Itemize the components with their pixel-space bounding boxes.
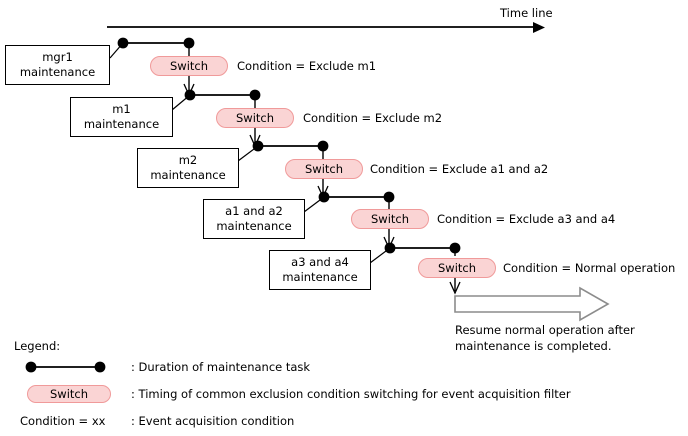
switch-pill-row-4[interactable]: Switch xyxy=(351,209,429,229)
task-box-mgr1-line2: maintenance xyxy=(19,65,96,79)
task-box-mgr1: mgr1 maintenance xyxy=(5,45,110,85)
resume-note: Resume normal operation after maintenanc… xyxy=(455,322,635,354)
task-box-a1-a2: a1 and a2 maintenance xyxy=(203,199,305,239)
task-box-m1: m1 maintenance xyxy=(70,97,173,137)
duration-bar-row-2 xyxy=(171,89,261,111)
resume-block-arrow xyxy=(454,286,610,322)
legend-title: Legend: xyxy=(14,339,61,353)
legend-item-condition-description: : Event acquisition condition xyxy=(131,414,295,428)
legend-item-switch-description: : Timing of common exclusion condition s… xyxy=(131,387,571,401)
switch-pill-row-3[interactable]: Switch xyxy=(285,159,363,179)
duration-bar-row-3 xyxy=(237,140,329,162)
legend-switch-pill: Switch xyxy=(27,385,111,403)
legend-condition-symbol-label: Condition = xx xyxy=(20,414,106,428)
duration-bar-row-1 xyxy=(109,37,195,59)
task-box-a3-a4-line2: maintenance xyxy=(282,270,358,284)
condition-label-row-3: Condition = Exclude a1 and a2 xyxy=(370,162,549,176)
duration-bar-row-5 xyxy=(369,242,461,264)
task-box-a1-a2-line2: maintenance xyxy=(216,219,292,233)
task-box-a1-a2-line1: a1 and a2 xyxy=(225,204,283,218)
condition-label-row-2: Condition = Exclude m2 xyxy=(303,111,443,125)
condition-label-row-1: Condition = Exclude m1 xyxy=(237,59,377,73)
task-box-mgr1-line1: mgr1 xyxy=(42,50,73,64)
switch-pill-row-2[interactable]: Switch xyxy=(216,108,294,128)
task-box-m2-line2: maintenance xyxy=(150,168,226,182)
time-line-label: Time line xyxy=(500,6,553,20)
task-box-m1-line1: m1 xyxy=(112,102,131,116)
legend-item-duration-description: : Duration of maintenance task xyxy=(131,360,311,374)
switch-pill-row-4-label: Switch xyxy=(370,212,410,226)
duration-bar-row-4 xyxy=(303,191,395,213)
condition-label-row-4: Condition = Exclude a3 and a4 xyxy=(437,212,616,226)
switch-pill-row-1[interactable]: Switch xyxy=(150,56,228,76)
switch-pill-row-2-label: Switch xyxy=(235,111,275,125)
resume-note-line2: maintenance is completed. xyxy=(455,339,612,353)
switch-pill-row-5-label: Switch xyxy=(437,261,477,275)
task-box-m1-line2: maintenance xyxy=(83,117,160,131)
task-box-a3-a4-line1: a3 and a4 xyxy=(291,255,349,269)
switch-connector-row-5 xyxy=(449,250,461,295)
condition-label-row-5: Condition = Normal operation xyxy=(503,261,676,275)
legend-duration-symbol xyxy=(25,361,106,373)
task-box-m2-line1: m2 xyxy=(178,153,198,167)
switch-pill-row-3-label: Switch xyxy=(304,162,344,176)
switch-pill-row-1-label: Switch xyxy=(169,59,209,73)
task-box-m2: m2 maintenance xyxy=(137,148,239,188)
time-line-axis xyxy=(107,22,545,33)
task-box-a3-a4: a3 and a4 maintenance xyxy=(269,250,371,290)
switch-pill-row-5[interactable]: Switch xyxy=(418,258,496,278)
resume-note-line1: Resume normal operation after xyxy=(455,323,635,337)
legend-switch-pill-label: Switch xyxy=(49,387,89,401)
